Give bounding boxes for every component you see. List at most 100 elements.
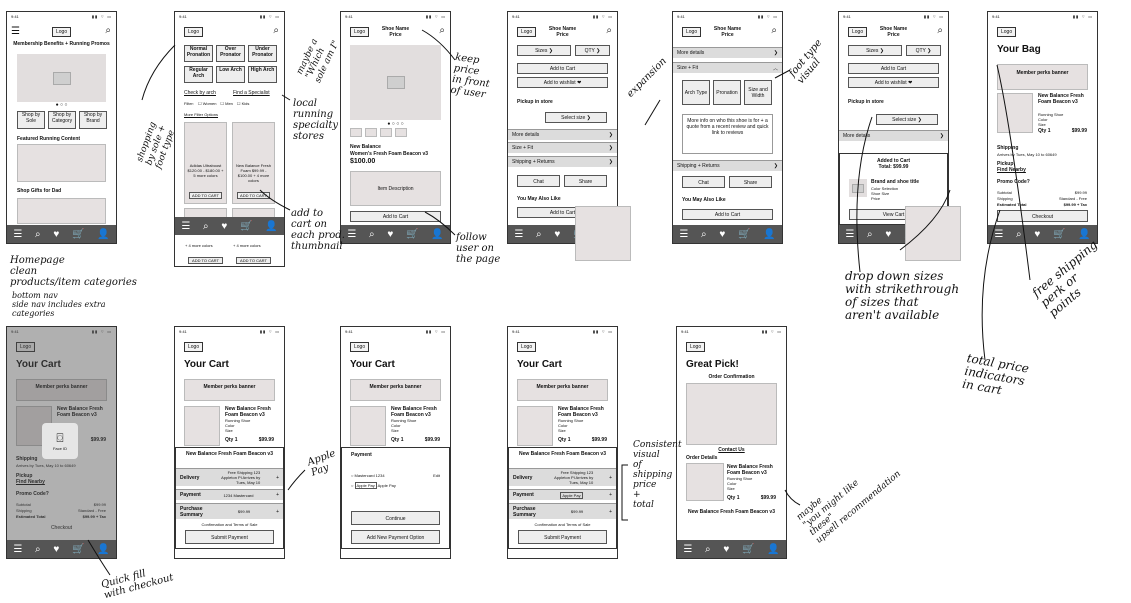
search-icon[interactable]: ⌕ [35, 543, 41, 555]
user-icon[interactable]: 👤 [431, 228, 444, 240]
logo[interactable]: Logo [517, 27, 537, 37]
promo-banner-title[interactable]: Membership Benefits + Running Promos [13, 41, 110, 47]
shipping-returns-row[interactable]: Shipping + Returns❯ [673, 160, 782, 171]
select-size-dropdown[interactable]: Select size ❯ [545, 112, 607, 123]
tile-regular-arch[interactable]: Regular Arch [184, 66, 213, 83]
add-to-cart-button[interactable]: Add to Cart [350, 211, 441, 222]
more-details-row[interactable]: More details❯ [508, 129, 617, 140]
menu-icon[interactable]: ☰ [347, 228, 357, 240]
product-image[interactable] [350, 45, 441, 120]
search-icon[interactable]: ⌕ [937, 25, 943, 36]
user-icon[interactable]: 👤 [97, 228, 110, 240]
logo[interactable]: Logo [184, 342, 204, 352]
more-details-row[interactable]: More details❯ [673, 47, 782, 58]
logo[interactable]: Logo [997, 27, 1017, 37]
tile-normal-pronation[interactable]: Normal Pronation [184, 45, 213, 62]
size-width-tab[interactable]: Size and Width [744, 80, 772, 105]
product-card[interactable]: Adidas Ultraboost $120.00 - $180.00 + 5 … [184, 122, 227, 204]
promo-code-link[interactable]: Promo Code? [16, 491, 49, 497]
logo[interactable]: Logo [52, 27, 72, 37]
user-icon[interactable]: 👤 [767, 543, 780, 555]
add-to-cart-button[interactable]: ADD TO CART [236, 257, 271, 264]
logo[interactable]: Logo [350, 342, 370, 352]
size-fit-row[interactable]: Size + Fit❯ [508, 142, 617, 153]
select-size-dropdown[interactable]: Select size ❯ [876, 114, 938, 125]
find-nearby-link[interactable]: Find Nearby [997, 167, 1026, 173]
menu-icon[interactable]: ☰ [11, 26, 20, 37]
member-perks-banner[interactable]: Member perks banner [997, 64, 1088, 90]
search-icon[interactable]: ⌕ [439, 25, 445, 36]
member-perks-banner[interactable]: Member perks banner [184, 379, 275, 401]
heart-icon[interactable]: ♥ [53, 228, 60, 240]
terms-link[interactable]: Confirmation and Terms of Sale [201, 522, 258, 527]
search-icon[interactable]: ⌕ [867, 228, 873, 240]
member-perks-banner[interactable]: Member perks banner [16, 379, 107, 401]
submit-payment-button[interactable]: Submit Payment [518, 530, 607, 544]
search-icon[interactable]: ⌕ [105, 25, 111, 36]
hero-image[interactable] [17, 54, 106, 102]
pronation-tab[interactable]: Pronation [713, 80, 741, 105]
add-to-cart-button[interactable]: Add to Cart [682, 209, 773, 220]
logo[interactable]: Logo [848, 27, 868, 37]
search-icon[interactable]: ⌕ [1016, 228, 1022, 240]
kids-checkbox[interactable]: ☐ Kids [236, 101, 250, 106]
qty-dropdown[interactable]: QTY ❯ [575, 45, 610, 56]
search-icon[interactable]: ⌕ [705, 543, 711, 555]
shop-by-sole-button[interactable]: Shop by Sole [17, 111, 45, 129]
carousel-dots[interactable]: ● ○ ○ ○ [387, 121, 404, 127]
recommendation-card[interactable] [575, 206, 631, 261]
search-icon[interactable]: ⌕ [273, 25, 279, 36]
apple-pay-radio[interactable]: ○ Apple Pay Apple Pay [351, 482, 396, 489]
submit-payment-button[interactable]: Submit Payment [185, 530, 274, 544]
shop-by-brand-button[interactable]: Shop by Brand [79, 111, 107, 129]
logo[interactable]: Logo [682, 27, 702, 37]
heart-icon[interactable]: ♥ [53, 543, 60, 555]
add-to-cart-button[interactable]: ADD TO CART [189, 192, 222, 199]
member-perks-banner[interactable]: Member perks banner [517, 379, 608, 401]
purchase-summary-row[interactable]: Purchase Summary$99.99+ [176, 503, 283, 519]
size-fit-row[interactable]: Size + Fit︿ [673, 62, 782, 73]
face-id-prompt[interactable]: ⌼ Face ID [42, 423, 78, 459]
user-icon[interactable]: 👤 [1078, 228, 1091, 240]
logo[interactable]: Logo [350, 27, 370, 37]
qty-label[interactable]: Qty 1 [558, 437, 571, 443]
more-filter-options-link[interactable]: More Filter Options [184, 112, 219, 117]
sizes-dropdown[interactable]: Sizes ❯ [517, 45, 571, 56]
heart-icon[interactable]: ♥ [885, 228, 892, 240]
search-icon[interactable]: ⌕ [606, 25, 612, 36]
share-button[interactable]: Share [729, 176, 772, 188]
check-by-arch-link[interactable]: Check by arch [184, 90, 216, 96]
continue-button[interactable]: Continue [351, 511, 440, 525]
upsell-title[interactable]: New Balance Fresh Foam Beacon v3 [688, 509, 775, 515]
promo-code-link[interactable]: Promo Code? [997, 179, 1030, 185]
menu-icon[interactable]: ☰ [845, 228, 855, 240]
add-payment-button[interactable]: Add New Payment Option [351, 530, 440, 544]
checkout-button[interactable]: Checkout [50, 525, 73, 531]
featured-content-card[interactable] [17, 144, 106, 182]
share-button[interactable]: Share [564, 175, 607, 187]
logo[interactable]: Logo [517, 342, 537, 352]
purchase-summary-row[interactable]: Purchase Summary$99.99+ [509, 503, 616, 519]
logo[interactable]: Logo [184, 27, 204, 37]
tile-low-arch[interactable]: Low Arch [216, 66, 245, 83]
logo[interactable]: Logo [16, 342, 36, 352]
logo[interactable]: Logo [686, 342, 706, 352]
recommendation-card[interactable] [905, 206, 961, 261]
menu-icon[interactable]: ☰ [683, 543, 693, 555]
search-icon[interactable]: ⌕ [369, 228, 375, 240]
add-to-cart-button[interactable]: Add to Cart [517, 63, 608, 74]
search-icon[interactable]: ⌕ [771, 25, 777, 36]
add-to-cart-button[interactable]: Add to Cart [848, 63, 939, 74]
menu-icon[interactable]: ☰ [514, 228, 524, 240]
sizes-dropdown[interactable]: Sizes ❯ [848, 45, 902, 56]
men-checkbox[interactable]: ☐ Men [220, 101, 233, 106]
cart-icon[interactable]: 🛒 [71, 543, 85, 555]
gifts-card[interactable] [17, 198, 106, 224]
add-to-wishlist-button[interactable]: Add to wishlist ❤ [517, 77, 608, 88]
arch-type-tab[interactable]: Arch Type [682, 80, 710, 105]
menu-icon[interactable]: ☰ [13, 543, 23, 555]
heart-icon[interactable]: ♥ [1034, 228, 1041, 240]
find-specialist-link[interactable]: Find a Specialist [233, 90, 270, 96]
